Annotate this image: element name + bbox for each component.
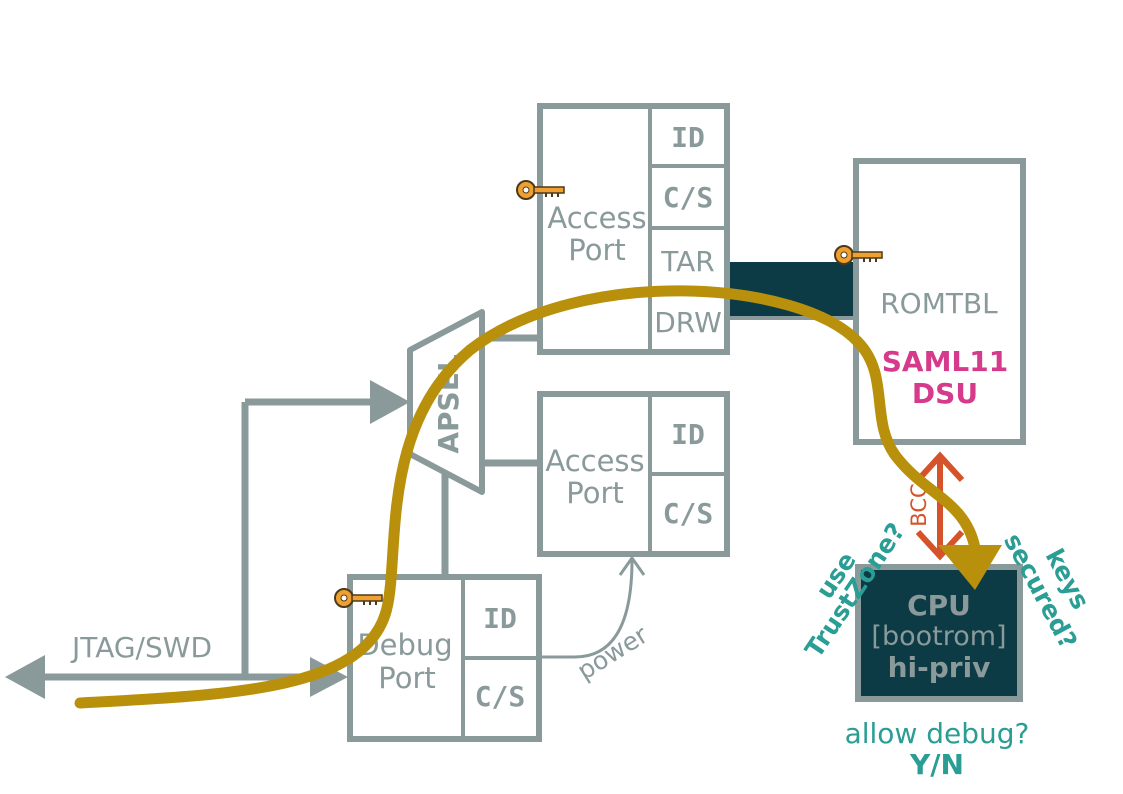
jtag-left-arrowhead [5,655,45,699]
debug-port: Debug Port ID C/S [347,574,542,742]
key-icon [334,588,383,608]
cpu-label: CPU [907,589,971,622]
device-name: SAML11 [882,345,1009,378]
debug-answer: Y/N [909,748,964,781]
access-port-1-name: Access [547,201,646,235]
apsel-input-arrowhead [370,380,410,424]
power-connector [540,559,634,659]
cpu-privilege: hi-priv [888,651,991,684]
debug-access-path-arrowhead [938,545,1002,590]
ap1-reg-cs: C/S [663,181,714,214]
access-port-1-name-2: Port [568,233,626,267]
cpu-bootrom: [bootrom] [871,621,1006,652]
cpu: CPU [bootrom] hi-priv [855,564,1023,702]
access-port-2-name: Access [545,444,644,478]
debug-access-path [74,285,981,709]
power-label: power [572,620,654,686]
apsel-mux: APSEL [407,309,485,495]
jtag-swd-label: JTAG/SWD [70,631,212,664]
ap1-reg-tar: TAR [660,245,715,278]
bcc-arrow-head-up [915,451,965,483]
allow-debug-question: allow debug? [845,717,1030,750]
access-port-2-box [537,391,730,557]
debug-port-name-2: Port [378,661,436,695]
bcc-double-arrow [915,451,965,561]
device-dsu: DSU [912,377,978,410]
connectors [28,334,540,681]
power-arrowhead [618,555,646,576]
access-port-1: Access Port ID C/S TAR DRW [537,103,730,355]
romtbl-label: ROMTBL [880,287,998,320]
key-icon [516,180,565,200]
key-icon [834,245,883,265]
ap2-reg-id: ID [671,418,705,451]
ap2-reg-cs: C/S [663,497,714,530]
ap1-reg-id: ID [671,121,705,154]
dp-reg-cs: C/S [475,680,526,713]
ap1-reg-drw: DRW [654,306,722,339]
access-port-2-name-2: Port [566,476,624,510]
access-port-2: Access Port ID C/S [537,391,730,557]
bcc-arrow-head-down [915,529,965,561]
cpu-box [855,564,1023,702]
dp-reg-id: ID [483,602,517,635]
